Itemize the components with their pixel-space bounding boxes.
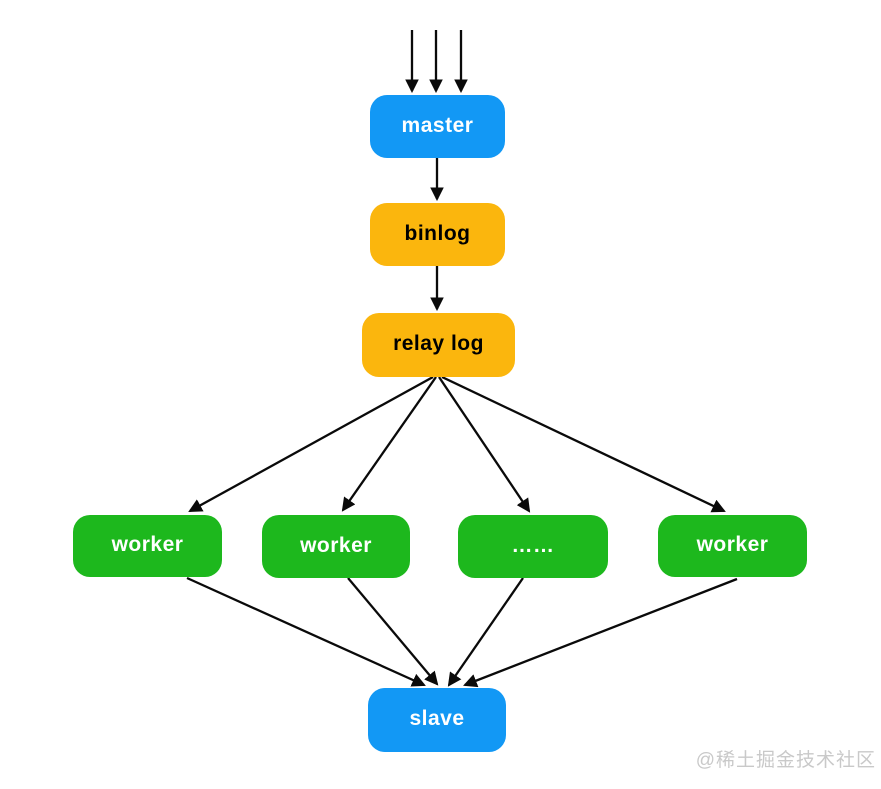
edge-relaylog-workersmore — [438, 376, 531, 513]
node-master-label: master — [401, 113, 474, 137]
edge-relaylog-worker1 — [188, 375, 434, 513]
node-worker-2: worker — [262, 515, 410, 578]
node-worker-4-label: worker — [696, 533, 769, 556]
node-relay-log: relay log — [362, 313, 515, 377]
watermark: @稀土掘金技术社区 — [695, 750, 876, 771]
edge-workersmore-slave — [447, 577, 524, 687]
edge-worker1-slave — [186, 576, 426, 687]
node-worker-4: worker — [658, 515, 807, 577]
edge-relaylog-worker4 — [441, 375, 726, 513]
node-slave-label: slave — [409, 707, 465, 730]
node-slave: slave — [368, 688, 506, 752]
edge-worker2-slave — [347, 577, 439, 686]
node-worker-1-label: worker — [111, 533, 184, 556]
node-workers-more-label: …… — [511, 533, 555, 557]
node-worker-2-label: worker — [300, 533, 372, 557]
node-workers-more: …… — [458, 515, 608, 578]
node-binlog-label: binlog — [404, 221, 471, 245]
node-master: master — [370, 95, 505, 158]
node-relay-log-label: relay log — [393, 332, 484, 355]
node-worker-1: worker — [73, 515, 222, 577]
edge-relaylog-worker2 — [341, 376, 437, 512]
node-binlog: binlog — [370, 203, 505, 266]
edge-worker4-slave — [463, 577, 738, 688]
